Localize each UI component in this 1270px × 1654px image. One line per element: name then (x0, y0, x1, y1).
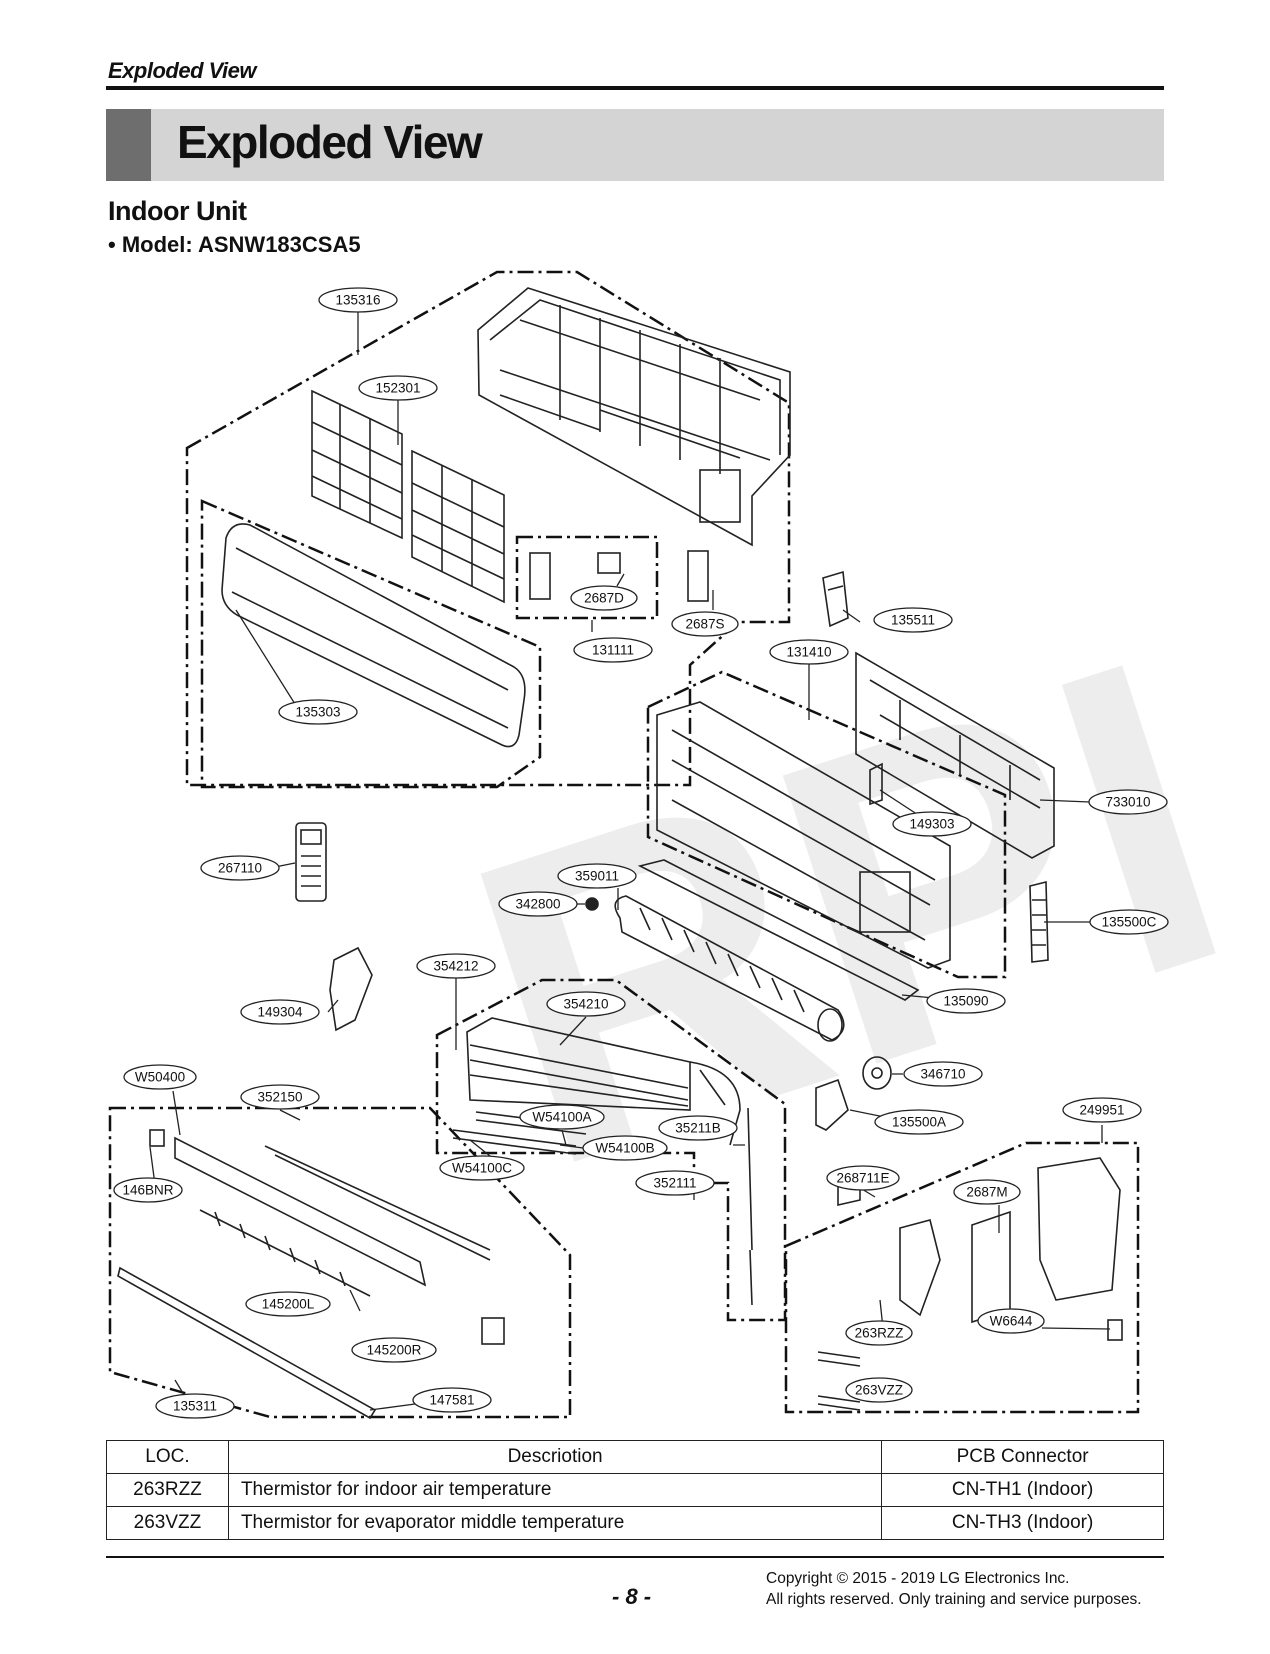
motor-holder-drawing (815, 1078, 849, 1131)
part-label-359011: 359011 (575, 869, 619, 884)
cell-loc: 263RZZ (106, 1473, 229, 1507)
remote-control-drawing (295, 822, 327, 902)
part-label-263RZZ: 263RZZ (855, 1326, 904, 1341)
part-label-W6644: W6644 (990, 1314, 1033, 1329)
cell-pcb-connector: CN-TH1 (Indoor) (881, 1473, 1164, 1507)
part-label-131410: 131410 (786, 645, 831, 660)
fan-motor-drawing (862, 1056, 892, 1090)
cell-loc: 263VZZ (106, 1506, 229, 1540)
front-panel-group-outline (185, 270, 791, 787)
part-label-135500C: 135500C (1102, 915, 1157, 930)
title-banner: Exploded View (106, 109, 1164, 181)
cell-pcb-connector: CN-TH3 (Indoor) (881, 1506, 1164, 1540)
part-label-146BNR: 146BNR (122, 1183, 173, 1198)
display-subgroup-outline (515, 535, 659, 620)
drain-hose-bracket-drawing (869, 762, 883, 806)
refrigerant-pipe-drawing (747, 1107, 753, 1306)
part-label-733010: 733010 (1105, 795, 1150, 810)
part-label-135316: 135316 (335, 293, 380, 308)
bearing-drawing (585, 897, 599, 911)
evaporator-drawing (466, 1017, 741, 1146)
part-label-2687M: 2687M (966, 1185, 1007, 1200)
part-label-268711E: 268711E (836, 1171, 889, 1186)
front-cover-subgroup-outline (200, 499, 542, 789)
part-label-354210: 354210 (563, 997, 608, 1012)
col-header-pcb-connector: PCB Connector (881, 1440, 1164, 1474)
part-label-149303: 149303 (909, 817, 954, 832)
part-label-354212: 354212 (433, 959, 478, 974)
parts-table: LOC. Descriotion PCB Connector 263RZZ Th… (106, 1440, 1164, 1540)
part-label-352150: 352150 (257, 1090, 302, 1105)
part-label-249951: 249951 (1079, 1103, 1124, 1118)
part-label-342800: 342800 (515, 897, 560, 912)
cell-description: Thermistor for evaporator middle tempera… (227, 1506, 883, 1540)
cross-flow-fan-drawing (614, 895, 845, 1042)
louver-group-outline (108, 1106, 572, 1419)
part-label-W54100C: W54100C (452, 1161, 512, 1176)
running-header: Exploded View (108, 58, 256, 83)
part-label-135500A: 135500A (892, 1115, 946, 1130)
part-label-2687D: 2687D (584, 591, 624, 606)
front-cover-drawing (221, 523, 526, 748)
chassis-group-outline (646, 670, 1007, 979)
copyright-line: Copyright © 2015 - 2019 LG Electronics I… (766, 1570, 1070, 1587)
footer-rule (106, 1556, 1164, 1558)
louver-assembly-drawing (117, 1129, 505, 1420)
page-number: - 8 - (612, 1584, 652, 1609)
installation-plate-drawing (855, 651, 1055, 859)
part-label-135090: 135090 (943, 994, 988, 1009)
air-filter-drawing (311, 389, 505, 604)
exploded-view-diagram: RPI (108, 270, 1270, 1420)
display-window-drawing (597, 552, 621, 574)
table-row: 263VZZ Thermistor for evaporator middle … (106, 1506, 1164, 1540)
section-title: Indoor Unit (108, 196, 247, 226)
part-label-267110: 267110 (218, 861, 262, 876)
part-label-2687S: 2687S (685, 617, 724, 632)
receiver-pcb-drawing (687, 550, 709, 602)
table-header-row: LOC. Descriotion PCB Connector (106, 1440, 1164, 1474)
table-row: 263RZZ Thermistor for indoor air tempera… (106, 1473, 1164, 1507)
part-label-152301: 152301 (375, 381, 420, 396)
part-label-135303: 135303 (295, 705, 340, 720)
rights-line: All rights reserved. Only training and s… (766, 1591, 1142, 1608)
control-box-group-outline (784, 1141, 1140, 1414)
side-duct-drawing (329, 946, 373, 1032)
col-header-description: Descriotion (227, 1440, 883, 1474)
copyright-block: Copyright © 2015 - 2019 LG Electronics I… (766, 1568, 1142, 1610)
chassis-drawing (656, 701, 951, 969)
header-rule (106, 86, 1164, 90)
banner-tab (106, 109, 151, 181)
cell-description: Thermistor for indoor air temperature (227, 1473, 883, 1507)
part-label-135311: 135311 (173, 1399, 217, 1414)
part-label-263VZZ: 263VZZ (855, 1383, 903, 1398)
col-header-loc: LOC. (106, 1440, 229, 1474)
part-label-W54100A: W54100A (532, 1110, 591, 1125)
part-label-131111: 131111 (592, 643, 634, 658)
part-label-145200R: 145200R (367, 1343, 422, 1358)
front-grille-frame-drawing (477, 287, 791, 547)
part-label-149304: 149304 (257, 1005, 303, 1020)
part-label-352111: 352111 (653, 1176, 696, 1191)
part-label-147581: 147581 (429, 1393, 474, 1408)
page-title: Exploded View (177, 116, 483, 168)
bracket-drawing (822, 570, 849, 628)
part-label-135511: 135511 (891, 613, 935, 628)
part-label-W54100B: W54100B (595, 1141, 654, 1156)
model-label: • Model: ASNW183CSA5 (108, 232, 361, 257)
drain-pan-drawing (637, 859, 920, 1001)
side-cover-drawing (1029, 880, 1049, 963)
part-label-35211B: 35211B (675, 1121, 721, 1136)
part-label-145200L: 145200L (262, 1297, 315, 1312)
part-label-346710: 346710 (920, 1067, 965, 1082)
part-label-W50400: W50400 (135, 1070, 185, 1085)
display-pcb-drawing (529, 552, 551, 600)
